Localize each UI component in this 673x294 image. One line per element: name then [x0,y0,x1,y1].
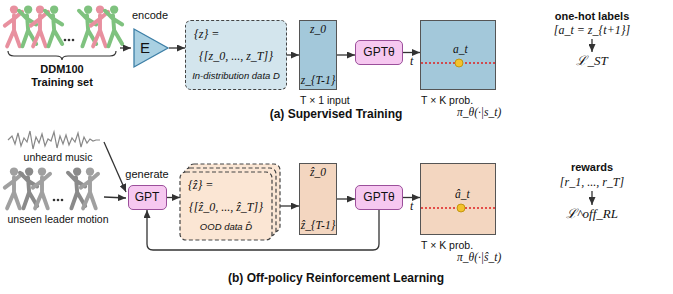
token-label: z_{T-1} [301,74,336,87]
loss-label: ℒ_ST [576,54,607,69]
model-name: GPTθ [363,46,394,60]
shape-label: T × 1 input [300,94,350,106]
formula: {ẑ} = [188,179,213,193]
action-label: â_t [455,188,470,201]
bracket [8,51,116,60]
policy-label: π_θ(·|ŝ_t) [457,251,501,264]
target-label: one-hot labels [555,10,630,23]
token-label: ẑ_0 [310,166,326,179]
encode-arrow [120,47,131,48]
gpt-box: GPTθ [355,185,403,210]
target-label: rewards [571,161,613,174]
training-dancers [5,5,122,46]
gpt-box: GPT [128,185,167,210]
flow-arrow [403,52,420,53]
flow-arrow [337,54,355,55]
action-dot [455,59,463,67]
step-label: encode [132,9,168,22]
panel-caption: (b) Off-policy Reinforcement Learning [228,272,444,286]
policy-label: π_θ(·|s_t) [457,106,501,119]
shape-label: T × K prob. [421,94,473,106]
label-arrow [591,39,592,52]
loss-label: ℒ^off_RL [566,207,618,222]
input-label: unheard music [24,151,93,163]
prob-matrix: ta_tT × K prob.π_θ(·|s_t) [420,20,496,90]
token-label: z_0 [310,23,326,36]
action-dot [457,204,465,212]
action-label: a_t [453,43,468,56]
encoder-triangle: E [133,28,169,68]
dataset-name: DDM100 [40,63,83,76]
stacked-sheet [180,172,272,240]
formula: [a_t = z_{t+1}] [554,24,630,38]
flow-arrow [337,198,355,199]
data-name: OOD data D̂ [200,222,252,233]
input-column: z_0z_{T-1}T × 1 input [299,20,337,90]
formula: {z} = [194,28,219,42]
timestep-label: t [410,200,413,214]
token-label: ẑ_{T-1} [301,219,336,232]
ood-data-stack: {ẑ} = {[ẑ_0, ..., ẑ_T]} OOD data D̂ [180,172,272,240]
flow-arrow [167,197,181,198]
data-name: In-distribution data D [192,71,280,82]
triangle [134,29,168,67]
prob-matrix: tâ_tT × K prob.π_θ(·|ŝ_t) [420,163,496,235]
shape-label: T × K prob. [421,239,473,251]
model-name: GPT [135,191,160,205]
model-name: GPTθ [363,191,394,205]
encoder-name: E [140,39,150,56]
leader-dancers [5,167,98,208]
input-label: unseen leader motion [8,213,109,225]
music-arrow [104,142,126,192]
reward-arrow [591,191,592,205]
motion-arrow [104,197,126,198]
formula: [r_1, ..., r_T] [560,176,624,190]
flow-arrow [403,197,420,198]
dataset-name: Training set [31,76,93,89]
panel-caption: (a) Supervised Training [270,108,403,122]
input-column: ẑ_0 ẑ_{T-1} [299,163,337,235]
formula: {[ẑ_0, ..., ẑ_T]} [189,201,263,215]
timestep-label: t [410,55,413,69]
flow-arrow [169,47,185,48]
music-waveform [8,131,100,149]
formula: {[z_0, ..., z_T]} [199,50,273,64]
gpt-box: GPTθ [355,40,403,65]
step-label: generate [125,168,168,181]
flow-arrow [287,54,299,55]
shape-outline [133,28,169,68]
data-box: {z} = {[z_0, ..., z_T]} In-distribution da… [185,20,287,90]
